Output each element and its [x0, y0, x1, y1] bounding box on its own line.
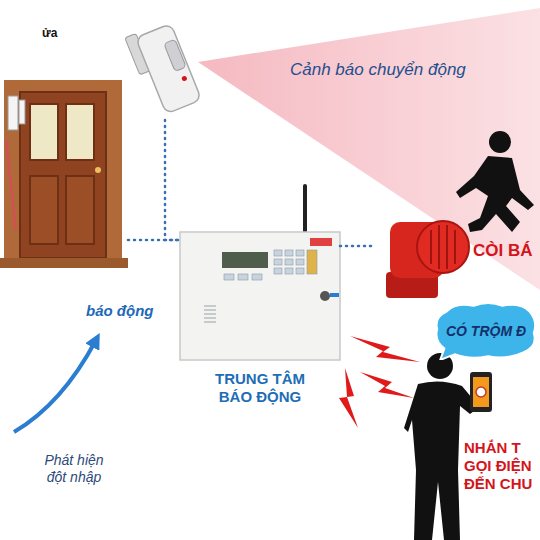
panel-vents — [204, 306, 216, 322]
lightning-bolt — [339, 368, 358, 428]
siren-horn — [417, 221, 469, 273]
alarm-center-node: TRUNG TÂM BÁO ĐỘNG — [180, 232, 340, 412]
door-panel — [30, 176, 58, 244]
antenna — [303, 186, 307, 234]
motion-sensor — [125, 20, 202, 118]
speech-bubble: CÓ TRỘM Đ — [434, 302, 538, 360]
key — [285, 268, 293, 274]
vent — [204, 318, 216, 319]
thief-head — [489, 131, 511, 153]
thief-body — [456, 156, 534, 232]
key — [307, 250, 317, 274]
door-decoration — [6, 140, 16, 230]
bubble-content: CÓ TRỘM Đ — [434, 302, 538, 360]
node-text: TRUNG TÂM BÁO ĐỘNG — [204, 370, 316, 406]
grille-bar — [438, 225, 440, 269]
sensor-lens — [164, 39, 186, 71]
phone-screen — [473, 377, 489, 407]
vent — [204, 314, 216, 315]
panel-logo — [310, 238, 332, 246]
door-sensor-node: ửa — [0, 22, 128, 272]
alarm-panel — [180, 186, 340, 360]
node-text: Cảnh báo chuyển động — [290, 60, 466, 80]
door-frame — [4, 80, 122, 266]
dotted-wire — [340, 245, 375, 248]
key — [285, 259, 293, 265]
phone — [470, 372, 492, 412]
grille-bar — [430, 230, 432, 264]
key — [296, 268, 304, 274]
motion-sensor-node: Cảnh báo chuyển động — [130, 20, 530, 120]
node-text: NHẮN T GỌI ĐIỆN ĐẾN CHU — [464, 439, 536, 493]
key — [252, 274, 262, 280]
vent — [204, 306, 216, 307]
door-knob — [95, 167, 101, 173]
owner-node: NHẮN T GỌI ĐIỆN ĐẾN CHU — [400, 345, 538, 535]
door-window — [66, 104, 94, 160]
panel-keypad — [224, 250, 317, 280]
signal-bolts — [339, 336, 420, 428]
vent — [204, 322, 216, 323]
node-text: CÓ TRỘM Đ — [446, 323, 526, 340]
panel-lock — [320, 291, 330, 301]
key — [238, 274, 248, 280]
siren-grille — [431, 225, 455, 269]
lightning-bolt — [360, 372, 414, 398]
lightning-bolt — [350, 336, 420, 362]
panel-housing — [180, 232, 340, 360]
door-leaf — [20, 92, 106, 258]
key — [274, 259, 282, 265]
detect-note: Phát hiện đột nhập — [34, 452, 114, 486]
sensor-led — [181, 75, 188, 82]
key — [274, 250, 282, 256]
door-magnet — [19, 100, 25, 124]
door-step — [0, 258, 128, 268]
alarm-label: báo động — [86, 302, 154, 320]
door-panel — [66, 176, 94, 244]
key — [296, 259, 304, 265]
key — [274, 268, 282, 274]
panel-key — [330, 293, 339, 297]
grille-bar — [446, 225, 448, 269]
door-window — [30, 104, 58, 160]
thief-silhouette — [456, 131, 534, 232]
door-sensor — [8, 96, 18, 130]
grille-bar — [454, 230, 456, 264]
key — [296, 250, 304, 256]
key — [224, 274, 234, 280]
node-text: CÒI BÁ — [473, 241, 533, 261]
siren — [386, 221, 469, 298]
panel-display — [222, 252, 268, 268]
node-text: ửa — [42, 26, 57, 40]
alarm-icon — [476, 387, 486, 397]
door-illustration — [0, 80, 128, 268]
dotted-wire — [165, 120, 180, 240]
sensor-body — [136, 24, 202, 114]
bubble-outline — [436, 303, 535, 360]
vent — [204, 310, 216, 311]
key — [285, 250, 293, 256]
detection-arrow — [14, 340, 96, 432]
siren-node: CÒI BÁ — [375, 205, 538, 305]
